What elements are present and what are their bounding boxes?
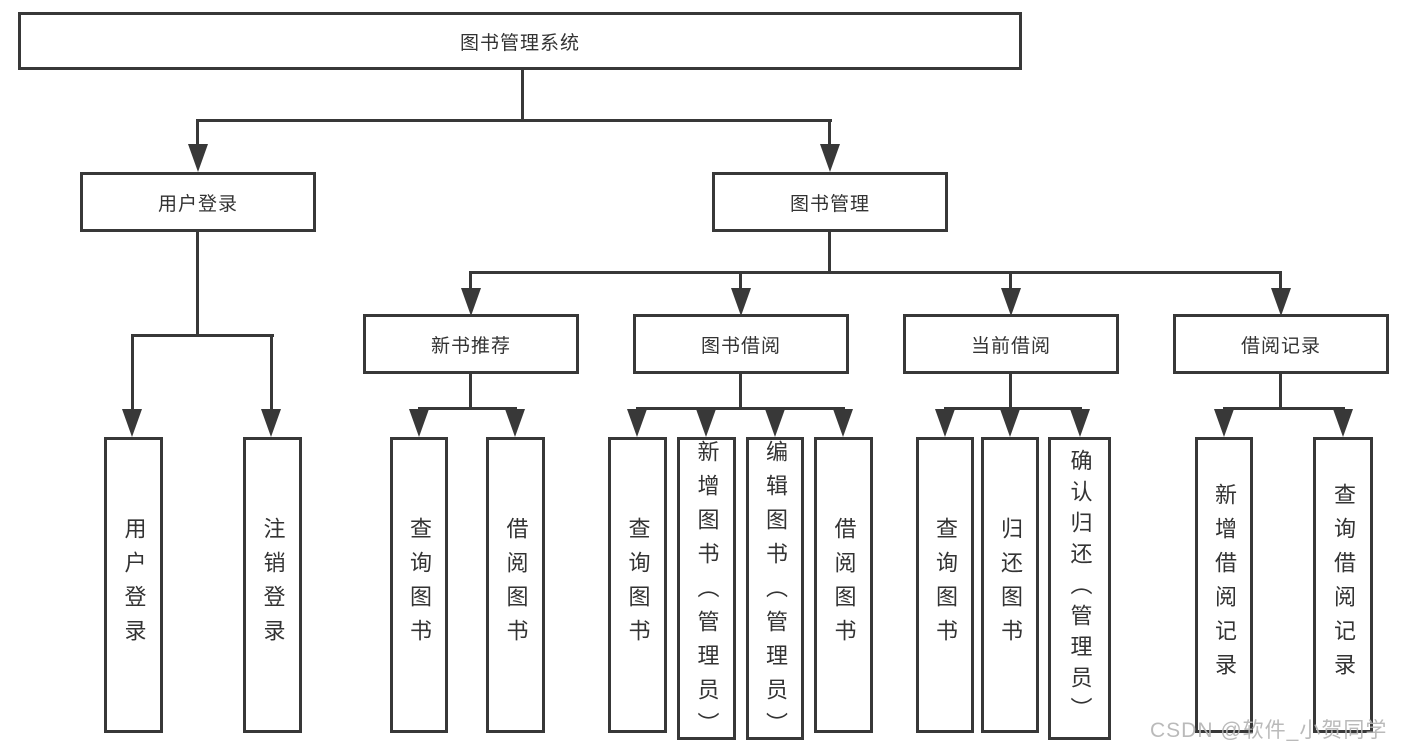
leaf-query-books-borrow-label: 查询图书 <box>625 517 651 653</box>
leaf-add-borrow-record: 新增借阅记录 <box>1195 437 1253 733</box>
arrowhead-icon <box>1333 409 1353 437</box>
leaf-return-books-label: 归还图书 <box>998 517 1023 653</box>
leaf-logout-label: 注销登录 <box>260 517 286 653</box>
arrowhead-icon <box>461 288 481 316</box>
node-new-books-label: 新书推荐 <box>430 335 511 357</box>
leaf-query-borrow-record-label: 查询借阅记录 <box>1331 483 1356 687</box>
arrowhead-icon <box>1000 409 1020 437</box>
node-user-login-label: 用户登录 <box>157 193 238 215</box>
leaf-confirm-return-admin-label: 确认归还（管理员） <box>1067 449 1093 728</box>
leaf-logout: 注销登录 <box>243 437 302 733</box>
arrowhead-icon <box>731 288 751 316</box>
arrowhead-icon <box>627 409 647 437</box>
arrowhead-icon <box>261 409 281 437</box>
arrowhead-icon <box>833 409 853 437</box>
connector-drop-logout-leaf <box>270 334 273 411</box>
arrowhead-icon <box>935 409 955 437</box>
leaf-query-borrow-record: 查询借阅记录 <box>1313 437 1373 733</box>
node-book-mgmt-label: 图书管理 <box>789 193 870 215</box>
arrowhead-icon <box>122 409 142 437</box>
leaf-query-books-borrow: 查询图书 <box>608 437 667 733</box>
leaf-edit-books-admin: 编辑图书（管理员） <box>746 437 804 746</box>
leaf-query-books-current-label: 查询图书 <box>933 517 958 653</box>
leaf-user-login-label: 用户登录 <box>121 517 147 653</box>
connector-mgmt-stem <box>828 232 831 274</box>
node-borrow-records-label: 借阅记录 <box>1240 335 1321 357</box>
leaf-user-login: 用户登录 <box>104 437 163 733</box>
connector-user-stem <box>196 232 199 337</box>
connector-borrow-records-rail <box>1223 407 1345 410</box>
connector-drop-book-borrow <box>739 271 742 290</box>
connector-book-borrow-rail <box>636 407 845 410</box>
leaf-add-borrow-record-label: 新增借阅记录 <box>1212 483 1237 687</box>
leaf-add-books-admin: 新增图书（管理员） <box>677 437 736 746</box>
connector-drop-new-books <box>469 271 472 290</box>
connector-drop-book-mgmt <box>828 119 831 147</box>
leaf-borrow-books-borrow: 借阅图书 <box>814 437 873 733</box>
leaf-query-books-newbooks: 查询图书 <box>390 437 448 733</box>
connector-drop-login-leaf <box>131 334 134 411</box>
arrowhead-icon <box>505 409 525 437</box>
connector-book-borrow-stem <box>739 374 742 409</box>
node-current-borrow: 当前借阅 <box>903 314 1119 374</box>
node-current-borrow-label: 当前借阅 <box>970 335 1051 357</box>
arrowhead-icon <box>1271 288 1291 316</box>
connector-drop-borrow-records <box>1279 271 1282 290</box>
arrowhead-icon <box>1214 409 1234 437</box>
arrowhead-icon <box>1001 288 1021 316</box>
leaf-confirm-return-admin: 确认归还（管理员） <box>1048 437 1111 740</box>
node-book-mgmt: 图书管理 <box>712 172 948 232</box>
leaf-borrow-books-newbooks-label: 借阅图书 <box>503 517 529 653</box>
leaf-borrow-books-newbooks: 借阅图书 <box>486 437 545 733</box>
leaf-query-books-newbooks-label: 查询图书 <box>407 517 432 653</box>
node-user-login: 用户登录 <box>80 172 316 232</box>
arrowhead-icon <box>820 144 840 172</box>
connector-new-books-stem <box>469 374 472 409</box>
arrowhead-icon <box>765 409 785 437</box>
connector-mgmt-rail <box>469 271 1282 274</box>
node-book-borrow-label: 图书借阅 <box>700 335 781 357</box>
node-root-label: 图书管理系统 <box>459 32 580 54</box>
leaf-add-books-admin-label: 新增图书（管理员） <box>694 440 720 746</box>
leaf-query-books-current: 查询图书 <box>916 437 974 733</box>
node-root: 图书管理系统 <box>18 12 1022 70</box>
arrowhead-icon <box>696 409 716 437</box>
connector-user-rail <box>131 334 274 337</box>
connector-current-borrow-rail <box>944 407 1082 410</box>
connector-root-rail <box>196 119 832 122</box>
arrowhead-icon <box>409 409 429 437</box>
connector-drop-current-borrow <box>1009 271 1012 290</box>
connector-borrow-records-stem <box>1279 374 1282 409</box>
connector-drop-user-login <box>196 119 199 147</box>
leaf-edit-books-admin-label: 编辑图书（管理员） <box>763 440 788 746</box>
leaf-borrow-books-borrow-label: 借阅图书 <box>831 517 857 653</box>
leaf-return-books: 归还图书 <box>981 437 1039 733</box>
node-new-books: 新书推荐 <box>363 314 579 374</box>
connector-root-stem <box>521 70 524 122</box>
connector-new-books-rail <box>418 407 517 410</box>
connector-current-borrow-stem <box>1009 374 1012 409</box>
csdn-watermark: CSDN @软件_小贺同学 <box>1150 719 1388 742</box>
node-book-borrow: 图书借阅 <box>633 314 849 374</box>
arrowhead-icon <box>1070 409 1090 437</box>
arrowhead-icon <box>188 144 208 172</box>
node-borrow-records: 借阅记录 <box>1173 314 1389 374</box>
